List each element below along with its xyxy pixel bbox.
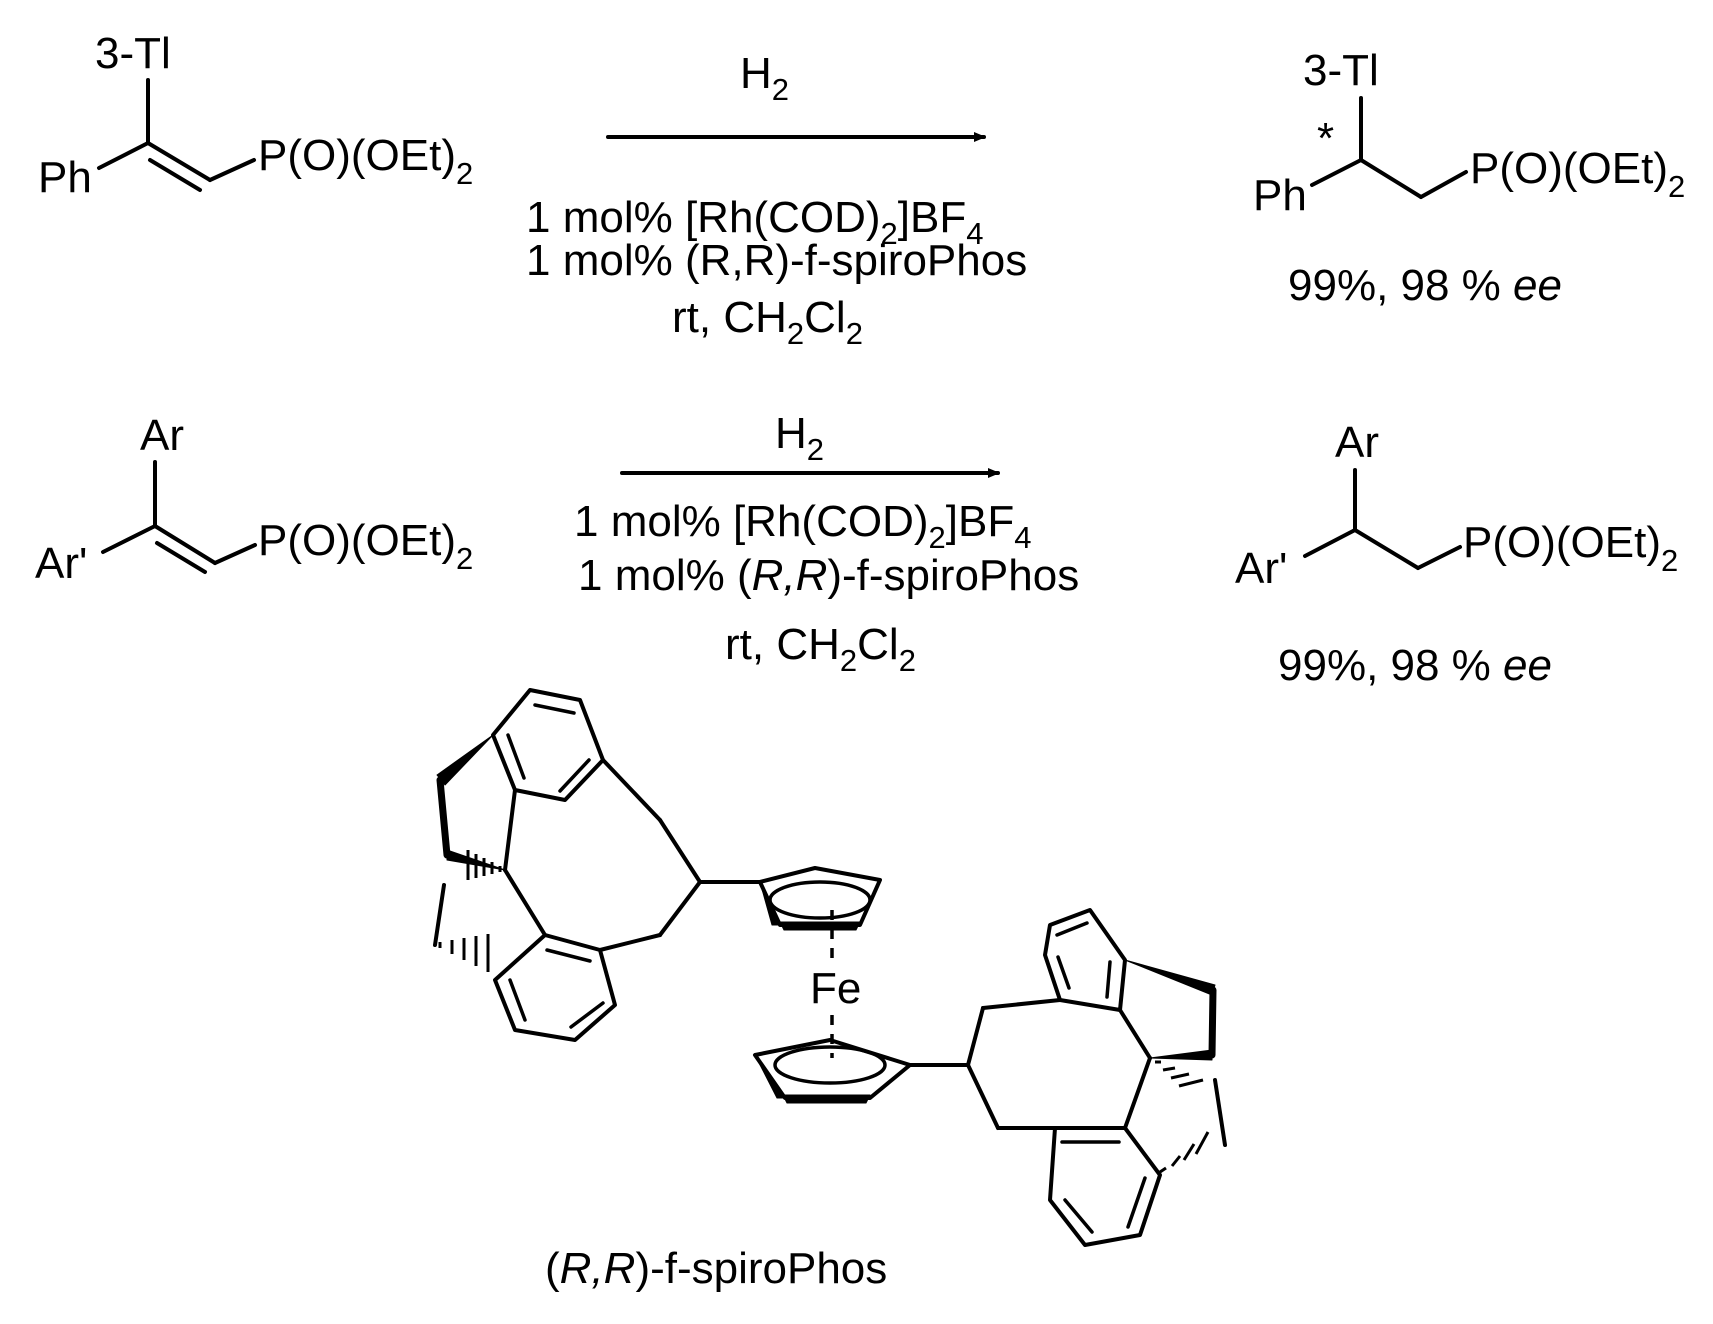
bond-ch2-p [1419, 170, 1468, 199]
phosphonate-label: P(O)(OEt)2 [258, 131, 473, 191]
hashed-wedge-bond [1155, 1060, 1204, 1088]
solvent-line: rt, CH2Cl2 [672, 293, 863, 351]
hashed-wedge-bond [466, 850, 502, 880]
spiro-ring-bond [503, 788, 517, 872]
bond-stereocenter-ph [1310, 158, 1363, 187]
aryl-top-label: 3-Tl [1303, 46, 1379, 95]
spiro-ring-bond [1118, 1008, 1152, 1060]
spiro-ring-bond [1213, 1078, 1227, 1147]
right-spiro-unit [908, 908, 1227, 1247]
lower-cyclopentadienyl [753, 1038, 912, 1104]
double-bond-inner [155, 541, 207, 574]
bond-c2-p [208, 158, 256, 182]
bond-stereocenter-ch2 [1359, 158, 1423, 199]
yield-ee-result: 99%, 98 % ee [1288, 261, 1562, 310]
phosphonate-label: P(O)(OEt)2 [1470, 144, 1685, 204]
solvent-line: rt, CH2Cl2 [725, 620, 916, 678]
aryl-left-label: Ar' [35, 539, 87, 588]
hashed-wedge-bond [1159, 1131, 1210, 1174]
spiro-ring-bond [1123, 1056, 1152, 1130]
aryl-left-label: Ph [38, 153, 92, 202]
reaction2-arrow-block: H2 1 mol% [Rh(COD)2]BF4 1 mol% (R,R)-f-s… [574, 409, 1079, 678]
bold-wedge-bond [1124, 959, 1216, 996]
phosphonate-label: P(O)(OEt)2 [258, 516, 473, 576]
hashed-wedge-bond [438, 934, 490, 972]
octa-ring-bond [966, 1063, 1000, 1130]
octa-ring-bond [598, 933, 662, 952]
bold-bond [436, 776, 451, 859]
aryl-top-label: Ar [1335, 418, 1379, 467]
aryl-top-label: 3-Tl [95, 29, 171, 78]
octa-ring-bond [601, 758, 662, 822]
ligand-line: 1 mol% (R,R)-f-spiroPhos [578, 551, 1079, 600]
aryl-top-label: Ar [140, 411, 184, 460]
iron-label: Fe [810, 964, 861, 1013]
double-bond-outer [146, 141, 212, 182]
catalyst-line: 1 mol% [Rh(COD)2]BF4 [574, 497, 1031, 555]
octa-ring-bond [658, 880, 702, 937]
bold-bond [1208, 986, 1217, 1059]
left-spiro-unit [433, 688, 762, 1042]
octa-ring-bond [658, 818, 702, 884]
f-spirophos-structure: Fe [433, 688, 1227, 1293]
phosphonate-label: P(O)(OEt)2 [1463, 518, 1678, 578]
reagent-h2: H2 [775, 409, 824, 467]
bold-wedge-bond [1149, 1049, 1213, 1061]
spiro-ring-bond [503, 868, 547, 937]
reagent-h2: H2 [740, 49, 789, 107]
stereocenter-mark: * [1317, 114, 1334, 163]
reaction2-substrate: Ar Ar' P(O)(OEt)2 [35, 411, 473, 588]
bond-stereocenter-ch2 [1353, 528, 1420, 570]
reaction2: Ar Ar' P(O)(OEt)2 H2 1 mol% [Rh(COD)2]BF… [35, 409, 1678, 690]
double-bond-inner [148, 158, 202, 192]
octa-ring-bond [966, 1006, 985, 1067]
reaction1-arrow-block: H2 1 mol% [Rh(COD)2]BF4 1 mol% (R,R)-f-s… [526, 49, 1027, 351]
spiro-ring-bond [433, 883, 446, 947]
ligand-line: 1 mol% (R,R)-f-spiroPhos [526, 236, 1027, 285]
yield-ee-result: 99%, 98 % ee [1278, 641, 1552, 690]
bond-ch2-p [1416, 545, 1462, 570]
bond-c2-p [213, 543, 257, 565]
octa-ring-bond [981, 998, 1062, 1010]
bold-wedge-bond [436, 734, 494, 786]
reaction1: 3-Tl Ph P(O)(OEt)2 H2 1 mol% [Rh(COD)2]B… [38, 29, 1685, 351]
aryl-left-label: Ar' [1235, 544, 1287, 593]
reaction1-substrate: 3-Tl Ph P(O)(OEt)2 [38, 29, 473, 202]
aryl-left-label: Ph [1253, 171, 1307, 220]
bond-c1-ph [97, 141, 150, 170]
upper-cyclopentadienyl [758, 866, 882, 931]
lower-benzene-ring [1048, 1126, 1162, 1247]
ligand-caption: (R,R)-f-spiroPhos [545, 1244, 887, 1293]
reaction2-product: Ar Ar' P(O)(OEt)2 99%, 98 % ee [1235, 418, 1678, 690]
double-bond-outer [153, 524, 217, 565]
bond-c1-arprime [101, 524, 157, 554]
bond-stereocenter-arprime [1303, 528, 1357, 558]
reaction1-product: 3-Tl * Ph P(O)(OEt)2 99%, 98 % ee [1253, 46, 1685, 310]
catalyst-line: 1 mol% [Rh(COD)2]BF4 [526, 193, 983, 251]
